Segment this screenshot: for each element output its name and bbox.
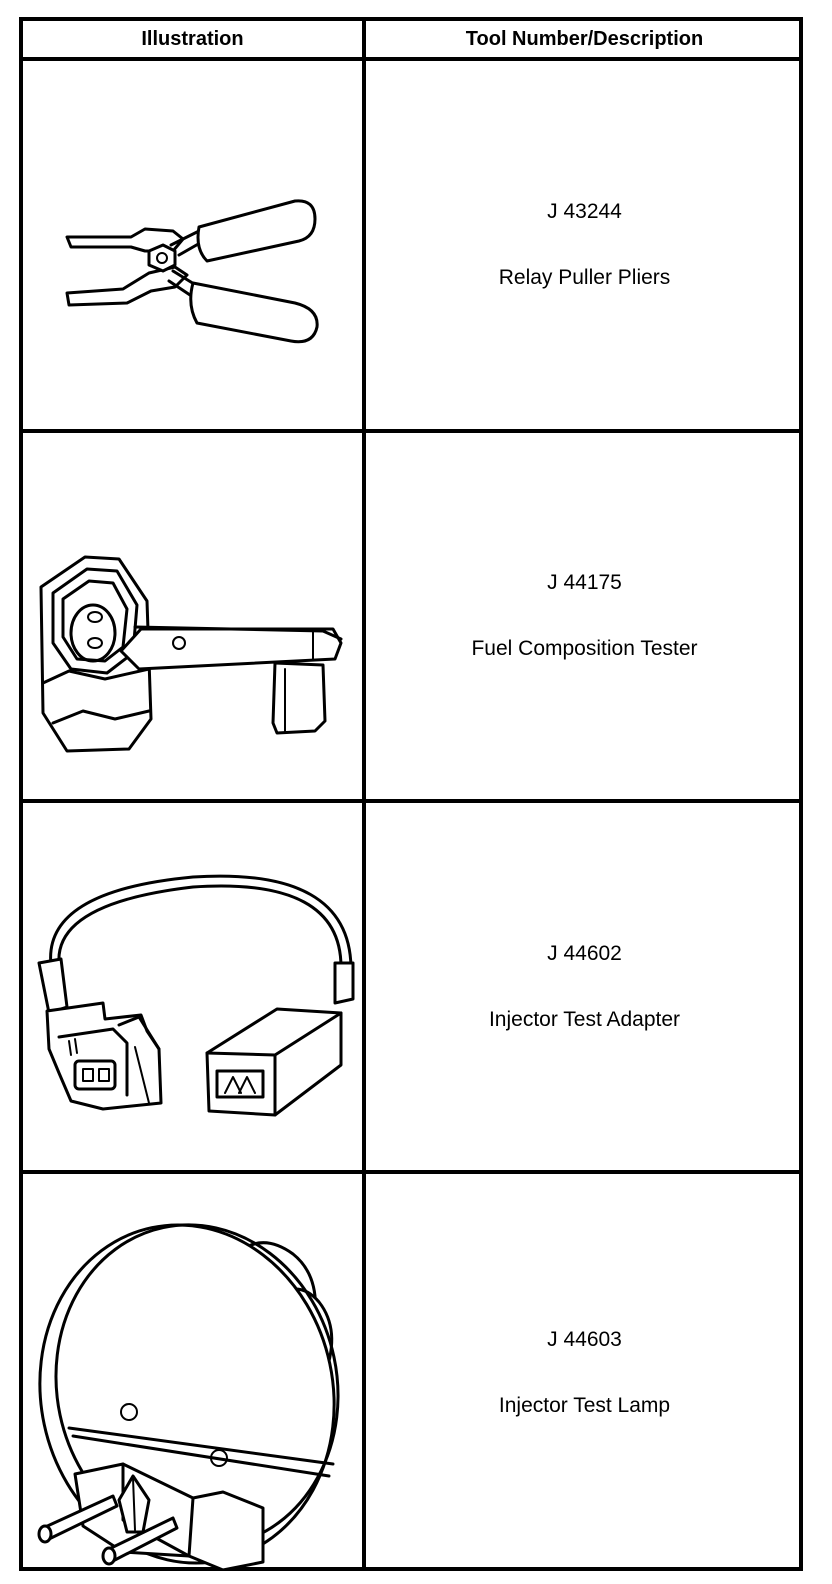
row-divider xyxy=(23,799,799,803)
relay-puller-pliers-icon xyxy=(65,199,319,344)
tool-number: J 44175 xyxy=(547,571,622,594)
tool-number: J 44602 xyxy=(547,941,622,965)
injector-test-adapter-icon xyxy=(37,874,355,1117)
header-illustration: Illustration xyxy=(141,27,244,50)
tool-number: J 44603 xyxy=(547,1327,622,1351)
tool-cell: J 44603 Injector Test Lamp xyxy=(366,1174,803,1571)
table-row xyxy=(23,61,362,429)
table-row xyxy=(23,803,362,1170)
row-divider xyxy=(23,57,799,61)
table-row xyxy=(23,1174,362,1571)
tool-cell: J 44175 Fuel Composition Tester xyxy=(366,433,803,799)
tool-description: Injector Test Lamp xyxy=(498,1393,671,1417)
tool-description: Injector Test Adapter xyxy=(488,1007,681,1031)
header-tool-description: Tool Number/Description xyxy=(465,27,704,50)
fuel-composition-tester-icon xyxy=(39,555,343,753)
column-divider xyxy=(362,21,366,1567)
tool-cell: J 44602 Injector Test Adapter xyxy=(366,803,803,1170)
table-row xyxy=(23,433,362,799)
row-divider xyxy=(23,1170,799,1174)
tool-number: J 43244 xyxy=(547,200,622,223)
row-divider xyxy=(23,429,799,433)
tool-description: Fuel Composition Tester xyxy=(471,637,698,660)
tools-table: Illustration Tool Number/Description J 4… xyxy=(19,17,803,1571)
tool-cell: J 43244 Relay Puller Pliers xyxy=(366,61,803,429)
tool-description: Relay Puller Pliers xyxy=(498,266,671,289)
injector-test-lamp-icon xyxy=(37,1223,340,1571)
